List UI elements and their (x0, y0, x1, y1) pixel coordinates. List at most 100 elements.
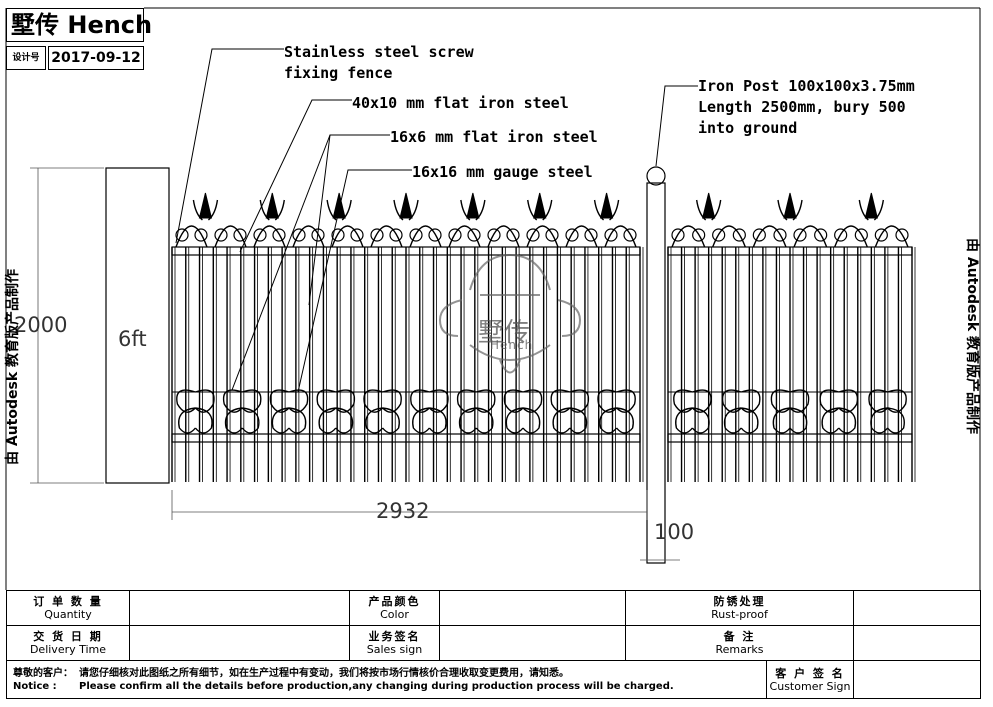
scroll-curl (712, 228, 726, 242)
scroll-heart (194, 407, 213, 434)
scroll-curl (253, 228, 267, 242)
scroll-heart (770, 389, 791, 413)
scroll-heart (522, 407, 541, 434)
scroll-heart (599, 407, 618, 434)
annotation-post-line1: Iron Post 100x100x3.75mm (698, 77, 915, 95)
finial-leaf (274, 199, 285, 221)
scroll-heart (505, 407, 524, 434)
scroll-heart (868, 389, 889, 413)
drawing-date: 2017-09-12 (48, 46, 144, 70)
scroll-heart (675, 407, 693, 434)
scroll-heart (224, 407, 243, 434)
scroll-heart (410, 389, 430, 413)
finial-icon (783, 192, 797, 219)
scroll-heart (740, 407, 759, 434)
scroll-curl (604, 228, 618, 242)
finial-icon (533, 192, 547, 219)
scroll-curl (623, 228, 637, 242)
annotation-screw-line1: Stainless steel screw (284, 43, 474, 61)
scroll-heart (288, 407, 307, 434)
scroll-heart (382, 389, 402, 413)
scroll-curl (545, 228, 559, 242)
post-cap (646, 166, 666, 186)
scroll-heart (838, 389, 859, 413)
scroll-curl (565, 228, 579, 242)
finial-icon (399, 192, 413, 219)
scroll-heart (552, 407, 571, 434)
scroll-heart (318, 407, 337, 434)
finial-leaf (393, 199, 404, 221)
scroll-heart (271, 407, 290, 434)
scroll-heart (673, 389, 693, 413)
quantity-value[interactable] (129, 590, 350, 626)
annotation-post-line2: Length 2500mm, bury 500 (698, 98, 906, 116)
scroll-heart (789, 389, 810, 413)
scroll-curl (793, 228, 807, 242)
scroll-heart (382, 407, 400, 434)
delivery-value[interactable] (129, 625, 350, 661)
scroll-curl (214, 228, 228, 242)
scroll-curl (526, 228, 540, 242)
scroll-curl (272, 228, 286, 242)
watermark-logo (438, 253, 582, 374)
notice-text-en: Please confirm all the details before pr… (79, 680, 674, 692)
scroll-heart (241, 389, 262, 413)
finial-icon (466, 192, 480, 219)
scroll-heart (456, 389, 477, 413)
scroll-heart (569, 407, 588, 434)
scroll-curl (692, 228, 706, 242)
scroll-curl (773, 228, 787, 242)
scroll-curl (874, 228, 888, 242)
scroll-curl (487, 228, 501, 242)
notice-label-en: Notice : (13, 680, 57, 692)
scroll-heart (740, 389, 761, 413)
side-text-left: 由 Autodesk 教育版产品制作 (5, 268, 21, 465)
finial-leaf (593, 199, 605, 221)
annotation-screw-line2: fixing fence (284, 64, 393, 82)
finial-leaf (460, 199, 471, 221)
customer-sign-value[interactable] (853, 660, 982, 699)
leader-flat-16x6-b (231, 134, 331, 391)
dimension-width: 2932 (376, 499, 430, 523)
rust-value[interactable] (853, 590, 982, 626)
scroll-heart (772, 407, 791, 434)
finial-leaf (858, 199, 869, 221)
remarks-value[interactable] (853, 625, 982, 661)
scroll-curl (350, 228, 364, 242)
scroll-heart (691, 389, 712, 413)
watermark-text-en: Hench (490, 338, 534, 352)
scroll-heart (569, 389, 590, 413)
scroll-curl (292, 228, 306, 242)
scroll-heart (887, 389, 907, 413)
scroll-heart (365, 407, 384, 434)
scroll-heart (723, 407, 742, 434)
scroll-heart (412, 407, 430, 434)
leader-flat-40x10 (239, 99, 352, 253)
scroll-heart (458, 407, 477, 434)
iron-post (646, 182, 666, 564)
color-value[interactable] (439, 590, 626, 626)
finial-leaf (792, 199, 803, 221)
scroll-heart (550, 389, 571, 413)
scroll-heart (789, 407, 808, 434)
scroll-curl (671, 228, 685, 242)
scroll-curl (834, 228, 848, 242)
scroll-heart (363, 389, 384, 413)
sales-value[interactable] (439, 625, 626, 661)
scroll-heart (819, 389, 840, 413)
finial-leaf (711, 199, 722, 221)
leader-screw (175, 48, 284, 244)
scroll-heart (597, 389, 618, 413)
brand-title: 墅传 Hench (6, 8, 152, 42)
scroll-heart (522, 389, 543, 413)
scroll-heart (428, 389, 449, 413)
finial-leaf (527, 199, 538, 221)
finial-leaf (341, 199, 352, 221)
finial-icon (864, 192, 878, 219)
scroll-heart (475, 407, 494, 434)
